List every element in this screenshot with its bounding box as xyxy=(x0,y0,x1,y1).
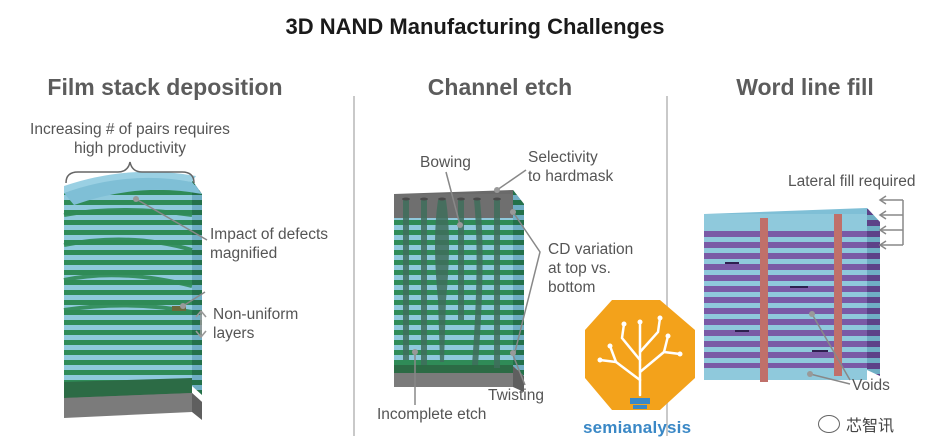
wechat-icon xyxy=(818,415,840,433)
page-title: 3D NAND Manufacturing Challenges xyxy=(285,14,665,39)
logo-wordmark: semianalysis xyxy=(583,418,691,438)
word-line-fill-block xyxy=(704,208,880,382)
label-impact-of-defects: Impact of defects magnified xyxy=(210,226,329,262)
semianalysis-logo xyxy=(585,300,695,410)
section-heading-film-stack: Film stack deposition xyxy=(47,74,283,100)
label-twisting: Twisting xyxy=(488,387,544,404)
label-selectivity-hardmask: Selectivity to hardmask xyxy=(528,149,614,185)
label-voids: Voids xyxy=(852,377,890,394)
label-incomplete-etch: Incomplete etch xyxy=(377,406,487,423)
label-bowing: Bowing xyxy=(420,154,471,171)
watermark-text: 芯智讯 xyxy=(846,418,895,435)
label-pairs-productivity: Increasing # of pairs requires high prod… xyxy=(30,121,230,157)
label-cd-variation: CD variation at top vs. bottom xyxy=(548,241,634,296)
section-divider-1 xyxy=(353,96,355,436)
label-non-uniform-layers: Non-uniform layers xyxy=(213,306,299,342)
channel-etch-block xyxy=(394,190,524,392)
section-heading-channel-etch: Channel etch xyxy=(427,74,573,100)
section-heading-word-line-fill: Word line fill xyxy=(736,74,874,100)
section-divider-2 xyxy=(666,96,668,436)
logo-wordmark-text: semianalysis xyxy=(583,418,692,437)
film-stack-block xyxy=(63,171,202,420)
watermark: 芯智讯 xyxy=(818,412,894,436)
label-lateral-fill: Lateral fill required xyxy=(788,173,916,190)
